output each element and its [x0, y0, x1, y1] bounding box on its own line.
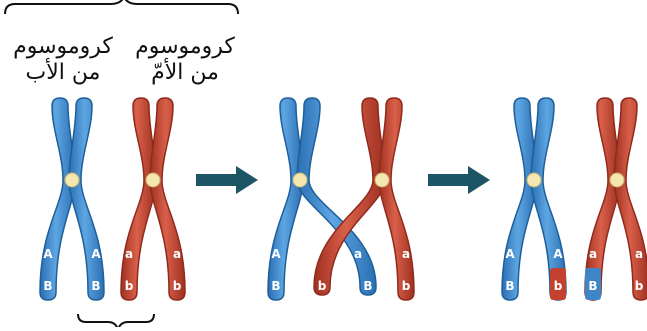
stage1-father-chromosome-centromere [65, 173, 79, 187]
stage3-mother-allele-right-upper: a [635, 247, 643, 261]
stage1-mother-allele-right-upper: a [173, 247, 181, 261]
stage2-father-allele-left-lower: B [271, 279, 280, 293]
stage3-mother-allele-left-upper: a [589, 247, 597, 261]
stage3-mother-chromosome-centromere [610, 173, 624, 187]
stage1-mother-chromosome-centromere [146, 173, 160, 187]
stage3-father-chromosome: A B Ab [502, 98, 566, 300]
stage2-father-allele-left-upper: A [271, 247, 281, 261]
stage1-father-chromosome: A B A B [40, 98, 104, 300]
stage1-father-allele-left-lower: B [43, 279, 52, 293]
stage3-father-chromosome-centromere [527, 173, 541, 187]
stage1-father-allele-right-lower: B [91, 279, 100, 293]
stage2-father-chromosome-chromatid-left [268, 98, 303, 300]
stage2-mother-chromosome-chromatid-right [379, 98, 414, 300]
stage1-mother-allele-left-lower: b [125, 279, 134, 293]
top-bracket [5, 0, 238, 14]
stage2-mother-allele-crossing-upper: a [354, 247, 362, 261]
stage3-father-allele-left-lower: B [505, 279, 514, 293]
arrow-group [196, 166, 490, 194]
stage3-father-chromosome-chromatid-left [502, 98, 537, 300]
father-label-line1: كروموسوم [4, 34, 122, 60]
chromosome-group: ABABababABABababABAbaBab [40, 98, 647, 300]
stage1-father-chromosome-chromatid-right [69, 98, 104, 300]
stage1-mother-chromosome-chromatid-left [121, 98, 156, 300]
stage3-father-allele-left-upper: A [505, 247, 515, 261]
arrow-right-icon [428, 166, 490, 194]
stage2-mother-allele-crossing-lower: b [318, 279, 327, 293]
stage2-mother-chromosome-chromatid-left [314, 98, 385, 295]
stage3-father-allele-right-upper: A [553, 247, 563, 261]
stage3-mother-chromosome: aBa b [585, 98, 647, 300]
stage3-mother-allele-right-lower: b [635, 279, 644, 293]
mother-chromosome-label: كروموسوم من الأمّ [124, 34, 246, 86]
stage2-father-allele-crossing-lower: B [363, 279, 372, 293]
mother-label-line1: كروموسوم [124, 34, 246, 60]
stage1-mother-chromosome: a b a b [121, 98, 185, 300]
stage1-father-chromosome-chromatid-left [40, 98, 75, 300]
stage3-mother-chromosome-chromatid-right [614, 98, 647, 300]
arrow-right-icon [196, 166, 258, 194]
stage1-mother-allele-left-upper: a [125, 247, 133, 261]
stage1-father-allele-left-upper: A [43, 247, 53, 261]
stage1-mother-chromosome-chromatid-right [150, 98, 185, 300]
stage2-mother-allele-right-lower: b [402, 279, 411, 293]
mother-label-line2: من الأمّ [124, 60, 246, 86]
stage2-mother-chromosome-centromere [375, 173, 389, 187]
bottom-bracket [78, 314, 154, 327]
stage3-mother-allele-left-lower: B [588, 279, 597, 293]
stage2-father-chromosome-centromere [293, 173, 307, 187]
stage1-mother-allele-right-lower: b [173, 279, 182, 293]
father-label-line2: من الأب [4, 60, 122, 86]
stage2-mother-allele-right-upper: a [402, 247, 410, 261]
stage3-father-allele-right-lower: b [554, 279, 563, 293]
father-chromosome-label: كروموسوم من الأب [4, 34, 122, 86]
stage1-father-allele-right-upper: A [91, 247, 101, 261]
